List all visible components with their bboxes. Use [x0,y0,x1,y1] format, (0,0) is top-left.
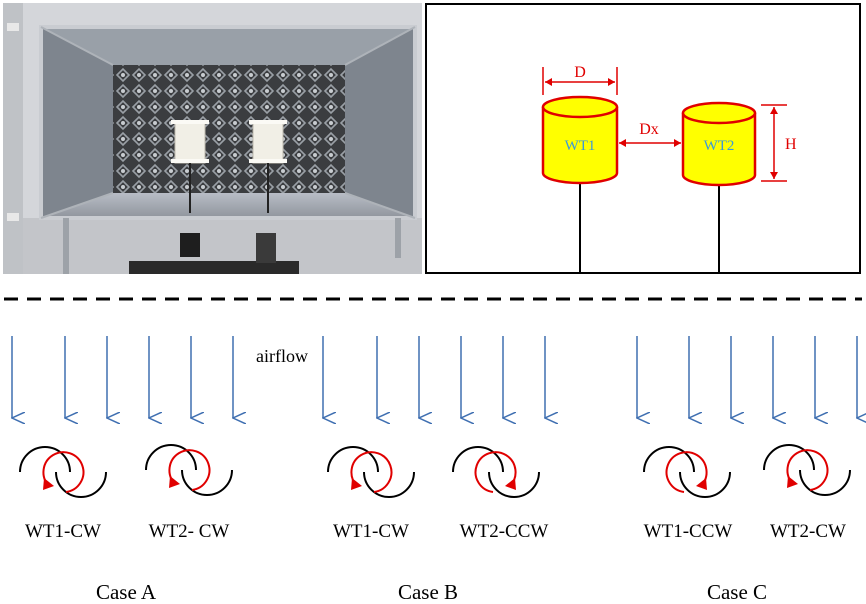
rotor-ccw [452,446,540,498]
wind-tunnel-photo [3,3,422,274]
case-a-title: Case A [96,580,157,604]
case-b-wt2-label: WT2-CCW [460,521,549,542]
case-c-title: Case C [707,580,767,604]
rotation-arrowhead [351,478,362,490]
spacing-dimension [619,139,681,147]
case-a: WT1-CW WT2- CW Case A [25,521,229,604]
case-c-wt2-label: WT2-CW [770,521,846,542]
airflow-arrows [12,336,857,418]
rotation-circle [350,451,393,493]
rotor-cw [763,444,851,496]
turbine-model-1 [171,120,209,213]
rotor-blade [799,469,851,496]
rotation-arrowhead [787,476,798,488]
cylinder-wt2: WT2 [681,101,757,273]
rotor-blade [363,471,415,498]
case-c-wt1-label: WT1-CCW [644,521,733,542]
rotor-ccw [643,446,731,498]
turbine-schematic: WT1 WT2 D Dx H [425,3,861,274]
motor-1 [180,233,200,257]
rotation-arrowhead [505,478,516,490]
rotor-blade [55,471,107,498]
case-b-wt1-label: WT1-CW [333,521,409,542]
rotor-blade [452,446,504,473]
rotor-blade [763,444,815,471]
height-label: H [785,136,797,153]
diameter-label: D [574,64,586,81]
wt1-label: WT1 [565,138,596,154]
rotation-circle [42,451,85,493]
grille-wall [113,65,345,193]
rotor-blade [679,471,731,498]
rotors [19,444,851,498]
rotor-blade [327,446,379,473]
rotation-arrowhead [43,478,54,490]
rotor-blade [181,469,233,496]
rotation-arrowhead [696,478,707,490]
rotor-blade [145,444,197,471]
case-b-title: Case B [398,580,458,604]
diameter-dimension [542,67,618,95]
turbine-model-2 [249,120,287,213]
rotor-blade [19,446,71,473]
height-dimension [761,104,787,182]
case-b: WT1-CW WT2-CCW Case B [333,521,548,604]
rotation-circle [168,449,211,491]
tunnel-frame [39,25,417,220]
rotation-circle [665,451,708,493]
rotation-arrowhead [169,476,180,488]
motor-2 [256,233,276,263]
airflow-label: airflow [256,346,308,366]
rotor-cw [19,446,107,498]
case-c: WT1-CCW WT2-CW Case C [644,521,846,604]
cylinder-wt1: WT1 [541,95,619,273]
rotation-circle [786,449,829,491]
rotor-blade [488,471,540,498]
case-a-wt2-label: WT2- CW [149,521,230,542]
rotor-blade [643,446,695,473]
rotor-cw [145,444,233,496]
rotor-cw [327,446,415,498]
wt2-label: WT2 [704,138,735,154]
rotation-circle [474,451,517,493]
spacing-label: Dx [639,121,659,138]
case-a-wt1-label: WT1-CW [25,521,101,542]
case-diagram: airflow WT1-CW WT2- CW Case A WT1-CW WT2… [4,297,866,604]
